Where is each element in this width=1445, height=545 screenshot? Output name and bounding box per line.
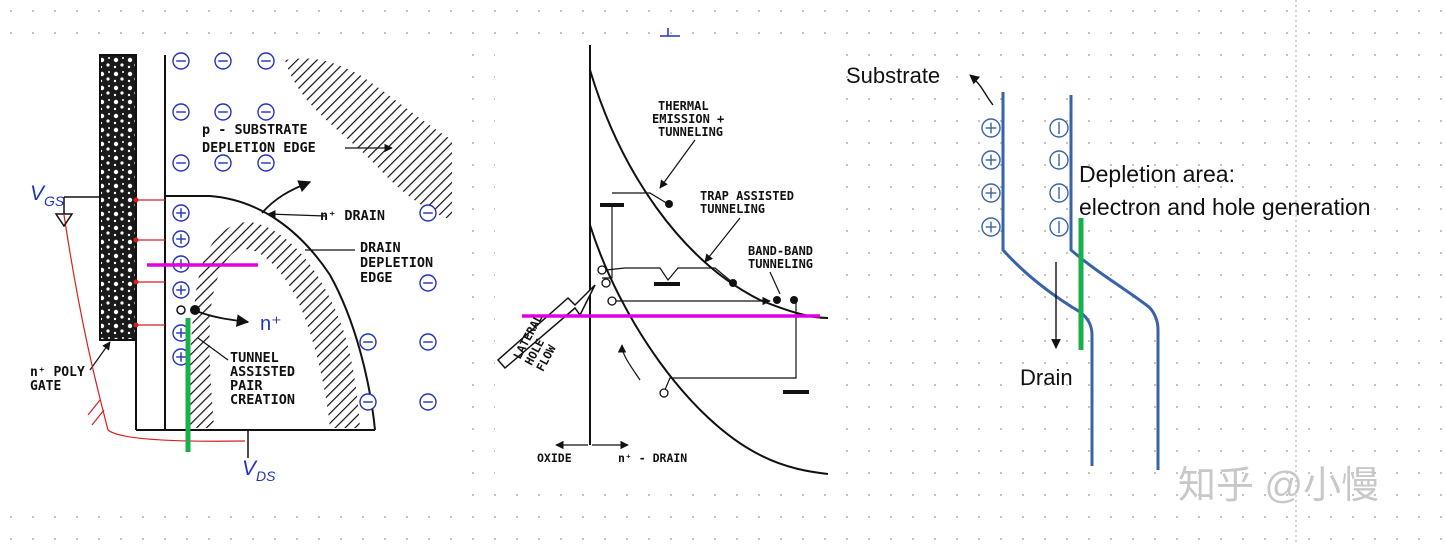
circuit-wires: [63, 199, 246, 442]
substrate-depletion-boundary: [285, 58, 452, 220]
depletion-boundary: [1069, 95, 1160, 470]
right-drain-label: Drain: [1020, 365, 1073, 390]
oxide-label: OXIDE: [537, 451, 572, 465]
watermark: 知乎 @小慢: [1178, 465, 1379, 507]
valence-band: [589, 224, 829, 475]
middle-drain-label: n⁺ - DRAIN: [618, 451, 687, 465]
minus-charge-icon: [419, 274, 437, 292]
plus-charge-icon: [981, 118, 1001, 138]
plus-charge-icon: [172, 204, 190, 222]
vds-label: VDS: [242, 457, 276, 484]
minus-charge-icon: [1049, 118, 1069, 138]
minus-charge-icon: [419, 333, 437, 351]
conduction-band: [589, 69, 829, 319]
minus-charge-icon: [1049, 183, 1069, 203]
lateral-hole-flow-arrow: [496, 284, 596, 370]
minus-charge-icon: [214, 103, 232, 121]
vgs-label: VGS: [30, 182, 65, 209]
drain-region-outline: [165, 195, 376, 431]
n-plus-label: n⁺: [260, 313, 282, 335]
poly-gate: [99, 54, 137, 341]
minus-charge-icon: [1049, 150, 1069, 170]
drain-hatched-region: [189, 222, 360, 428]
plus-charge-icon: [981, 150, 1001, 170]
minus-charge-icon: [257, 154, 275, 172]
minus-charge-icon: [257, 103, 275, 121]
minus-charge-icon: [359, 333, 377, 351]
minus-charge-icon: [172, 52, 190, 70]
minus-charge-icon: [172, 103, 190, 121]
substrate-label: Substrate: [846, 63, 940, 88]
drain-label: n⁺ DRAIN: [320, 208, 385, 224]
minus-charge-icon: [1049, 217, 1069, 237]
minus-charge-icon: [257, 52, 275, 70]
minus-charge-icon: [214, 52, 232, 70]
minus-charge-icon: [172, 154, 190, 172]
plus-charge-icon: [172, 230, 190, 248]
right-panel-sketch: Substrate Depletion area:electron and ho…: [846, 63, 1371, 470]
plus-charge-icon: [172, 281, 190, 299]
minus-charge-icon: [419, 393, 437, 411]
minus-charge-icon: [214, 154, 232, 172]
minus-charge-icon: [359, 393, 377, 411]
plus-charge-icon: [981, 217, 1001, 237]
minus-charge-icon: [419, 204, 437, 222]
plus-charge-icon: [172, 348, 190, 366]
depletion-label: Depletion area:electron and hole generat…: [1079, 161, 1371, 220]
plus-charge-icon: [981, 183, 1001, 203]
